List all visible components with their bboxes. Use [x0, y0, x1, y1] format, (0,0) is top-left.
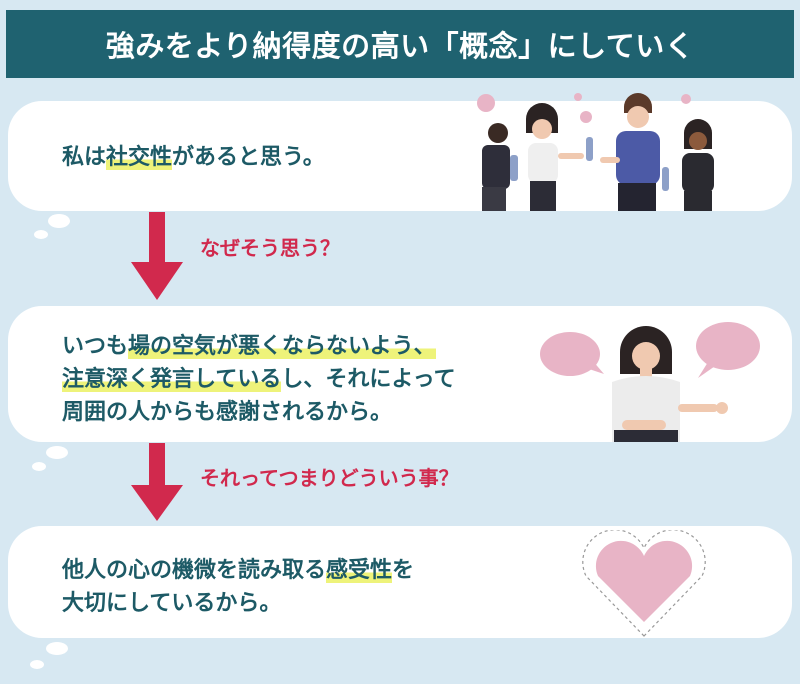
down-arrow-icon-2	[131, 443, 183, 521]
question-why: なぜそう思う？	[200, 236, 340, 260]
thought-bubble-3: 他人の心の機微を読み取る感受性を 大切にしているから。	[8, 526, 792, 638]
step2-line2: 注意深く発言しているし、それによって	[62, 367, 456, 392]
bubble-tail-1	[48, 214, 70, 228]
bubble-tail-3b	[30, 660, 44, 669]
highlight-sensitivity: 感受性	[326, 558, 393, 583]
title-banner: 強みをより納得度の高い「概念」にしていく	[6, 10, 794, 78]
step3-line2: 大切にしているから。	[62, 591, 282, 616]
bubble-tail-1b	[34, 230, 48, 239]
bubble-tail-2b	[32, 462, 46, 471]
step3-text: 他人の心の機微を読み取る感受性を 大切にしているから。	[62, 554, 414, 620]
highlight-atmosphere: 場の空気が悪くならないよう、	[128, 334, 436, 359]
highlight-careful-speech: 注意深く発言している	[62, 367, 282, 392]
step1-text: 私は社交性があると思う。	[62, 145, 325, 170]
heart-icon	[582, 530, 706, 637]
bubble-tail-3	[46, 642, 68, 655]
step2-line3: 周囲の人からも感謝されるから。	[62, 400, 393, 425]
step2-line1: いつも場の空気が悪くならないよう、	[62, 334, 436, 359]
highlight-sociability: 社交性	[106, 145, 173, 170]
thought-bubble-1: 私は社交性があると思う。	[8, 93, 792, 211]
step2-text: いつも場の空気が悪くならないよう、 注意深く発言しているし、それによって 周囲の…	[62, 330, 456, 429]
down-arrow-icon	[131, 212, 183, 300]
bubble-tail-2	[46, 446, 68, 459]
page-title: 強みをより納得度の高い「概念」にしていく	[105, 29, 695, 63]
step3-line1: 他人の心の機微を読み取る感受性を	[62, 558, 415, 583]
thought-bubble-2: いつも場の空気が悪くならないよう、 注意深く発言しているし、それによって 周囲の…	[8, 306, 792, 442]
people-party-illustration	[477, 93, 714, 211]
woman-speech-bubbles-illustration	[540, 322, 760, 442]
question-meaning: それってつまりどういう事？	[200, 466, 459, 490]
